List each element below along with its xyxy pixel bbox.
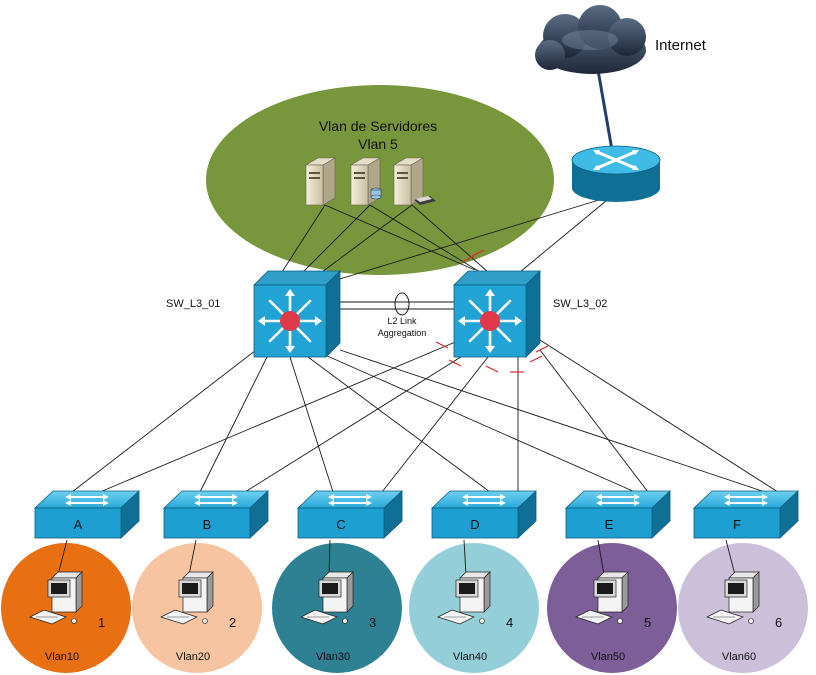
link-aggregation-oval — [394, 292, 410, 316]
pc-b-icon — [160, 571, 214, 625]
access-link — [597, 539, 605, 576]
pc-c-number: 3 — [369, 615, 376, 630]
vlan-f-label: Vlan60 — [722, 651, 756, 663]
internet-cloud-icon — [535, 5, 646, 74]
access-switch-b-label: B — [203, 517, 212, 532]
print-server-icon — [392, 157, 436, 206]
server-icon — [304, 157, 337, 206]
vlan-e-label: Vlan50 — [591, 651, 625, 663]
vlan-b-label: Vlan20 — [176, 651, 210, 663]
access-link — [57, 539, 68, 576]
pc-b-number: 2 — [229, 615, 236, 630]
pc-f-icon — [706, 571, 760, 625]
access-link — [725, 539, 736, 576]
blocked-link-markers — [435, 249, 549, 373]
access-switch-f-icon — [692, 490, 800, 539]
server-vlan-title: Vlan de Servidores — [319, 118, 437, 134]
vlan-a-label: Vlan10 — [45, 651, 79, 663]
blocked-mark — [471, 249, 485, 257]
blocked-mark — [485, 365, 499, 373]
database-server-icon — [349, 157, 382, 206]
access-switch-c-icon — [296, 490, 404, 539]
access-switch-d-label: D — [470, 517, 479, 532]
core-switch-2-label: SW_L3_02 — [553, 298, 607, 310]
internet-uplink — [596, 69, 614, 151]
blocked-mark — [529, 355, 543, 363]
blocked-mark — [435, 341, 449, 349]
server-vlan-subtitle: Vlan 5 — [358, 136, 398, 152]
access-switch-e-icon — [564, 490, 672, 539]
access-switch-f-label: F — [733, 517, 741, 532]
access-switch-b-icon — [162, 490, 270, 539]
access-switch-c-label: C — [336, 517, 345, 532]
core-switch-1-icon — [253, 270, 341, 358]
blocked-mark — [535, 345, 549, 353]
pc-c-icon — [300, 571, 354, 625]
blocked-mark — [461, 255, 475, 263]
router-icon — [571, 145, 661, 202]
access-link — [463, 539, 467, 576]
pc-d-icon — [437, 571, 491, 625]
pc-a-icon — [29, 571, 83, 625]
access-switch-d-icon — [430, 490, 538, 539]
link-aggregation-label-2: Aggregation — [378, 328, 427, 338]
core-switch-2-icon — [453, 270, 541, 358]
blocked-mark — [448, 359, 462, 367]
access-link — [328, 539, 331, 576]
vlan-d-label: Vlan40 — [453, 651, 487, 663]
pc-a-number: 1 — [98, 615, 105, 630]
core-switch-1-label: SW_L3_01 — [166, 298, 220, 310]
pc-f-number: 6 — [775, 615, 782, 630]
internet-label: Internet — [655, 37, 707, 54]
link-aggregation-label-1: L2 Link — [387, 316, 417, 326]
pc-d-number: 4 — [506, 615, 513, 630]
vlan-c-label: Vlan30 — [316, 651, 350, 663]
access-switch-a-icon — [33, 490, 141, 539]
access-switch-e-label: E — [605, 517, 614, 532]
network-links — [71, 195, 779, 493]
pc-e-icon — [575, 571, 629, 625]
pc-e-number: 5 — [644, 615, 651, 630]
access-link — [188, 539, 197, 576]
access-switch-a-label: A — [74, 517, 83, 532]
